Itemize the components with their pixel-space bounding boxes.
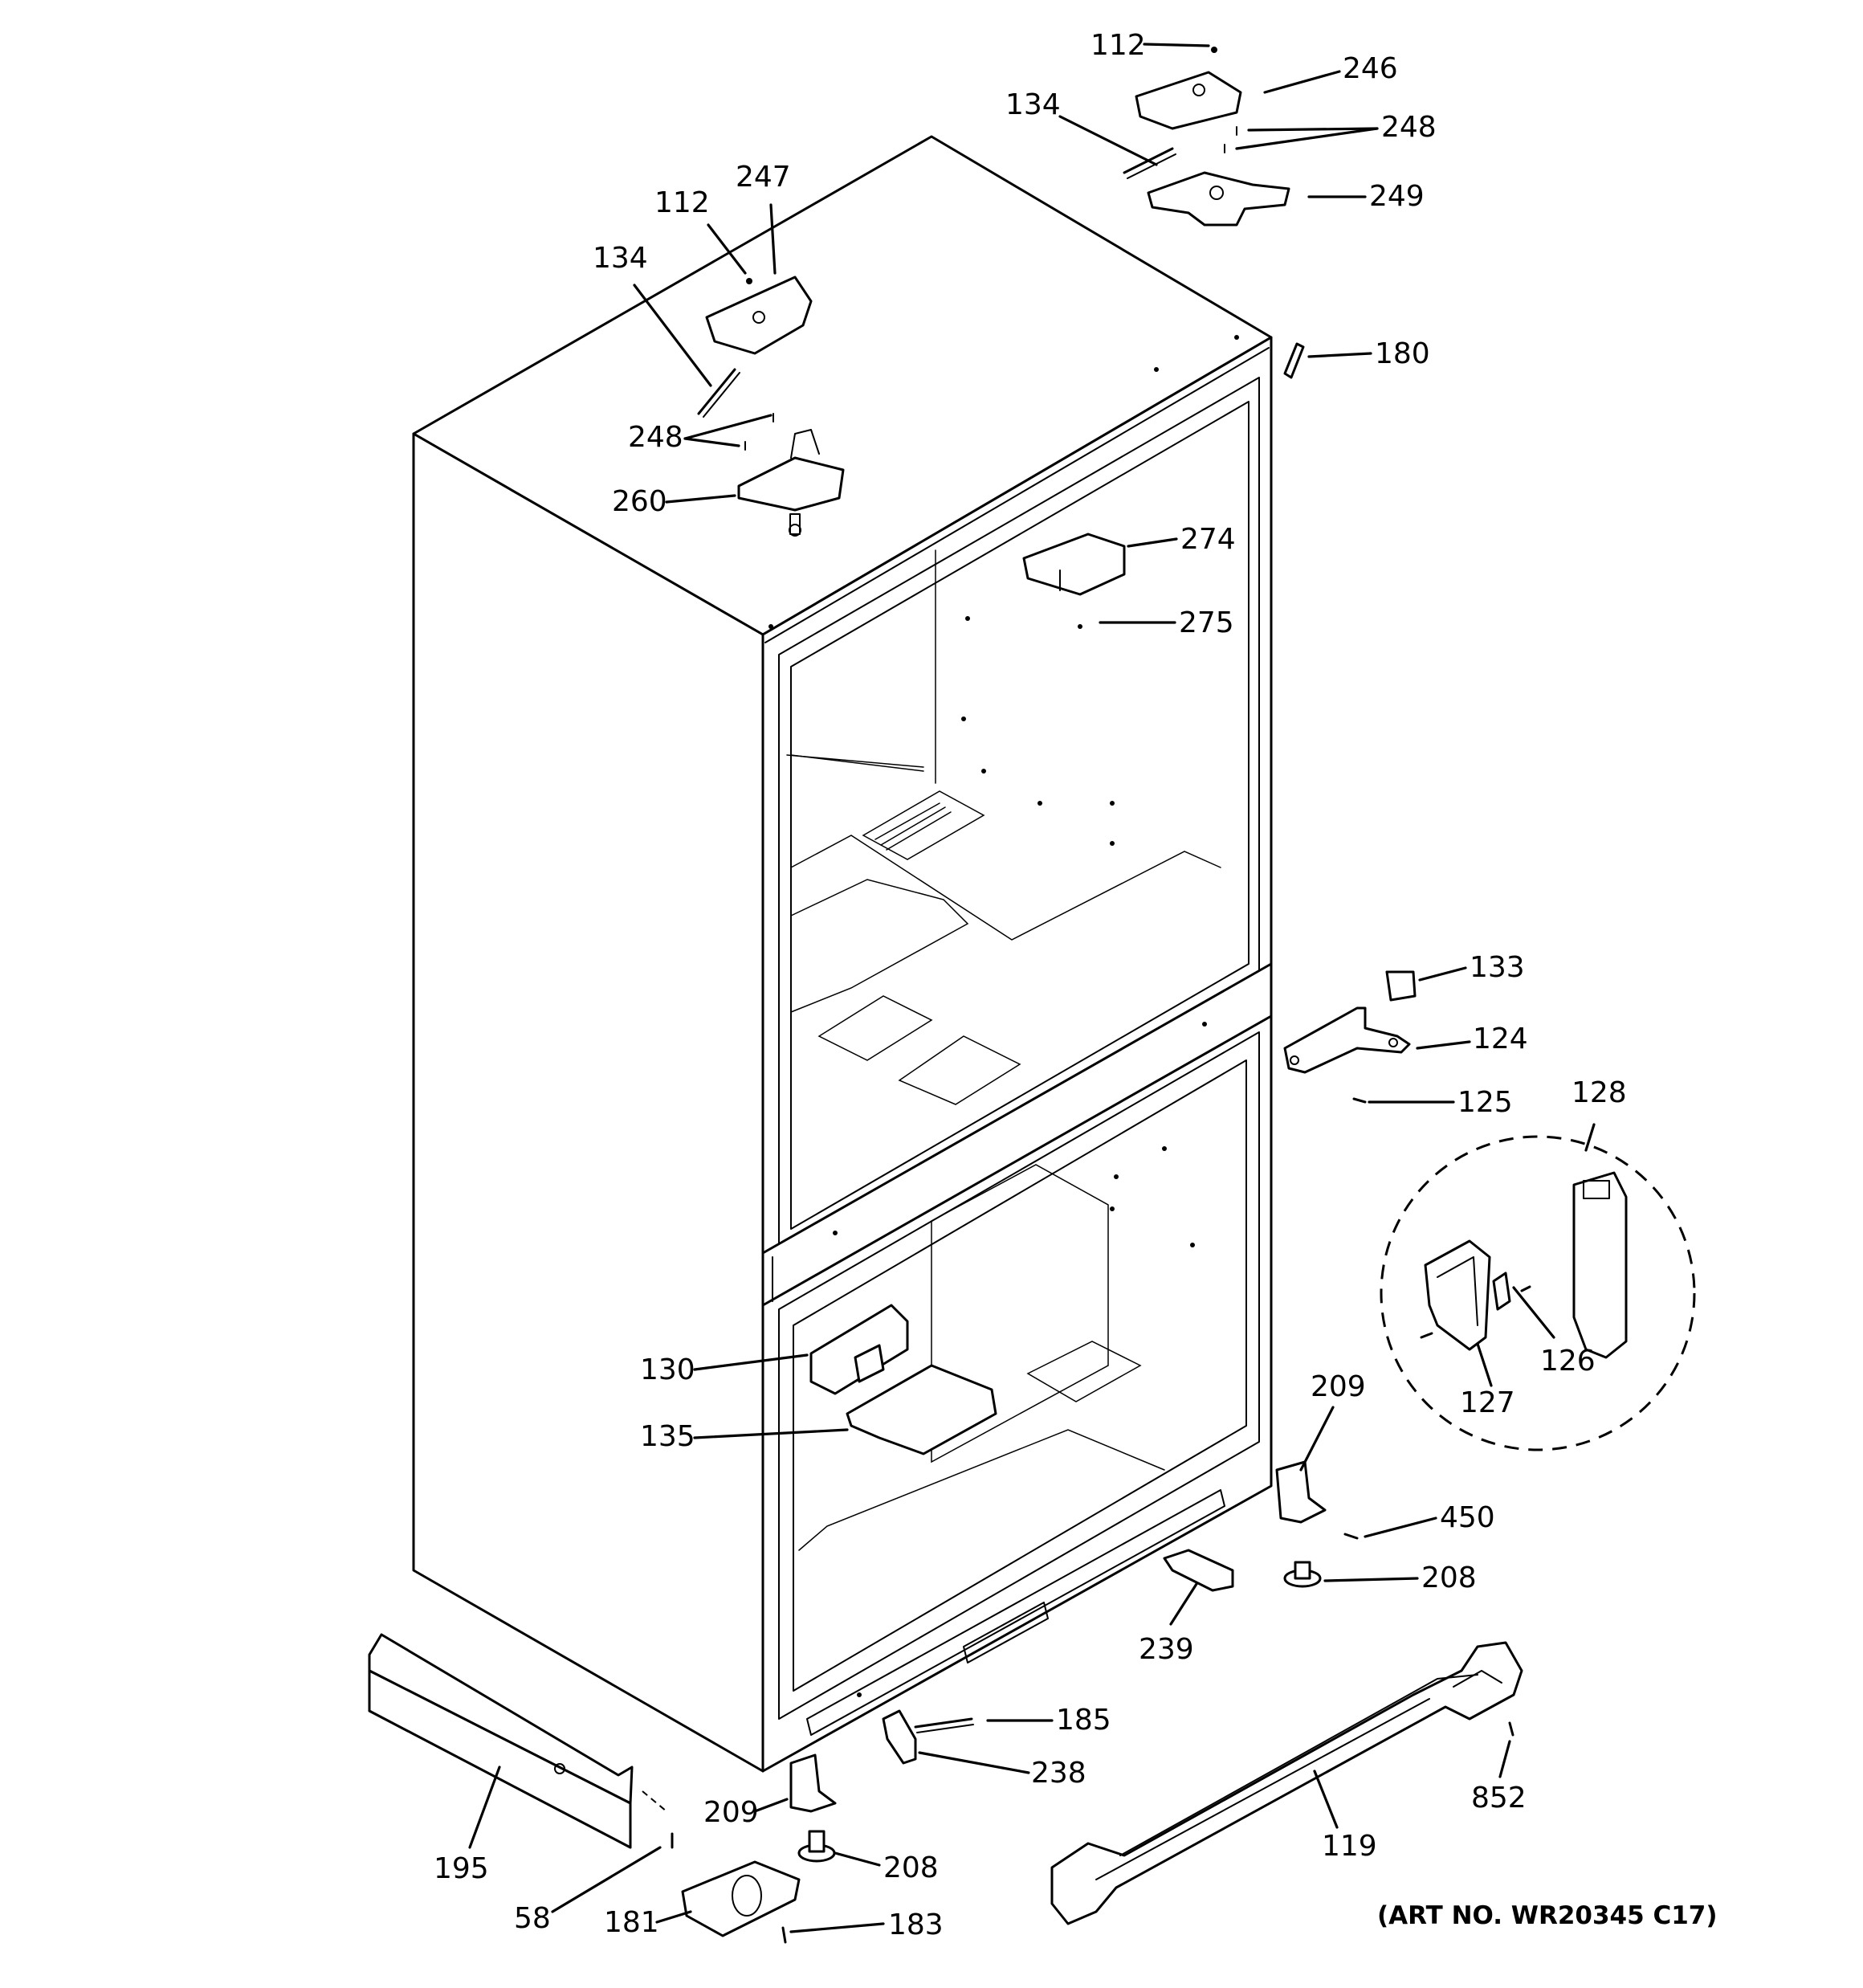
callout-275: 275 [1179,606,1234,639]
callout-239: 239 [1139,1633,1194,1666]
callout-248-left: 248 [628,421,683,454]
callout-130: 130 [640,1353,695,1386]
callout-134-left: 134 [593,242,648,275]
callout-208-left: 208 [883,1851,939,1884]
callout-208-right: 208 [1421,1561,1477,1594]
callout-135: 135 [640,1420,695,1453]
callout-128: 128 [1572,1076,1627,1109]
callout-246: 246 [1343,52,1398,85]
callout-249: 249 [1369,180,1425,213]
callout-183: 183 [888,1908,944,1941]
callout-127: 127 [1460,1386,1515,1419]
callout-852: 852 [1471,1782,1527,1815]
callout-185: 185 [1056,1704,1111,1737]
circle-detail-128 [1380,1135,1696,1451]
callout-112-top-right: 112 [1090,29,1146,62]
callout-238: 238 [1031,1757,1086,1790]
freezer-parts [809,1304,997,1455]
part-180 [1283,342,1305,379]
callout-209-right: 209 [1311,1370,1366,1403]
part-119 [1050,1641,1523,1925]
callout-209-left: 209 [703,1796,759,1829]
callout-181: 181 [604,1906,659,1939]
cabinet [412,135,1273,1773]
callout-248-right: 248 [1381,111,1437,144]
callout-58: 58 [514,1902,551,1935]
callout-119: 119 [1322,1830,1377,1863]
callout-133: 133 [1470,951,1525,984]
callout-180: 180 [1375,337,1430,370]
callout-450: 450 [1440,1501,1495,1534]
top-hinge-left [697,276,845,537]
callout-124: 124 [1473,1023,1528,1055]
callout-134-right: 134 [1005,88,1061,121]
lower-hardware [671,1460,1359,1944]
callout-260: 260 [612,485,667,518]
callout-112-left: 112 [654,186,710,219]
top-hinge-right [1123,47,1290,227]
part-195 [368,1633,667,1849]
callout-126: 126 [1540,1345,1596,1378]
callout-125: 125 [1457,1086,1513,1119]
door-stop-parts [1283,970,1417,1104]
leader-lines [468,43,1596,1933]
callout-195: 195 [434,1852,489,1885]
callout-247: 247 [736,161,791,194]
callout-labels: 112 246 134 248 249 112 247 134 180 248 … [434,29,1627,1941]
callout-274: 274 [1180,523,1236,556]
art-number: (ART NO. WR20345 C17) [1377,1901,1718,1930]
